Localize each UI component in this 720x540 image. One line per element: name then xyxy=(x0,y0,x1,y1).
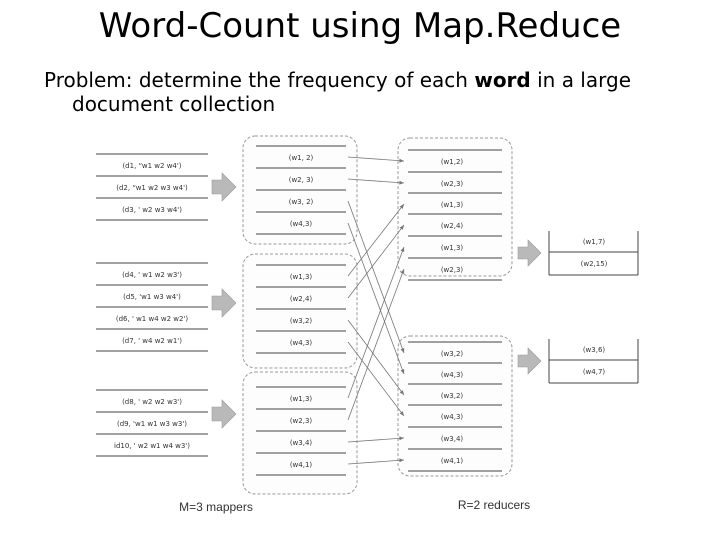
shuffle-connector xyxy=(347,268,405,421)
mapper-output-text: (w3, 2) xyxy=(289,198,314,206)
shuffle-arrowhead-icon xyxy=(399,436,404,441)
mapper-output-text: (w1, 2) xyxy=(289,154,314,162)
input-document-text: (d4, ' w1 w2 w3') xyxy=(122,271,182,279)
output-count-text: (w1,7) xyxy=(583,238,606,246)
mapper-output-text: (w2,4) xyxy=(290,295,313,303)
mapper-box xyxy=(242,253,358,369)
shuffle-connector xyxy=(347,437,405,443)
shuffle-connector xyxy=(347,178,405,184)
input-document-text: (d9, 'w1 w1 w3 w3') xyxy=(117,420,187,428)
shuffle-connector xyxy=(347,200,405,354)
reducer-input-text: (w2,3) xyxy=(441,180,464,188)
reduce-output-arrow-icon xyxy=(517,239,542,267)
mapper-box xyxy=(242,371,358,495)
map-input-arrow-icon xyxy=(211,172,237,202)
shuffle-connector xyxy=(347,341,405,417)
shuffle-connector xyxy=(347,203,405,277)
reduce-output-arrow-icon xyxy=(517,347,542,375)
reducer-input-text: (w3,4) xyxy=(441,435,464,443)
reducer-input-text: (w1,2) xyxy=(441,158,464,166)
shuffle-arrowhead-icon xyxy=(399,458,404,463)
shuffle-connector xyxy=(347,319,405,396)
input-document-text: (d2, “w1 w2 w3 w4') xyxy=(116,184,188,192)
reducer-input-text: (w1,3) xyxy=(441,201,464,209)
reducer-input-text: (w4,3) xyxy=(441,371,464,379)
reducer-input-text: (w3,2) xyxy=(441,350,464,358)
reducer-input-text: (w4,3) xyxy=(441,413,464,421)
reducer-input-text: (w2,4) xyxy=(441,222,464,230)
shuffle-arrowhead-icon xyxy=(399,390,404,395)
shuffle-arrowhead-icon xyxy=(400,269,405,274)
output-count-text: (w3,6) xyxy=(583,346,606,354)
mappers-count-label: M=3 mappers xyxy=(179,500,253,514)
mapper-output-text: (w2,3) xyxy=(290,417,313,425)
problem-prefix: Problem: determine the frequency of each xyxy=(44,68,475,92)
map-input-arrow-icon xyxy=(211,399,237,429)
shuffle-arrowhead-icon xyxy=(399,158,404,163)
shuffle-arrowhead-icon xyxy=(399,225,404,230)
reducer-input-text: (w2,3) xyxy=(441,266,464,274)
reducer-input-text: (w4,1) xyxy=(441,457,464,465)
problem-statement: Problem: determine the frequency of each… xyxy=(44,68,712,116)
shuffle-arrowhead-icon xyxy=(399,411,404,416)
input-document-text: (d5, 'w1 w3 w4') xyxy=(123,293,181,301)
reducer-input-text: (w3,2) xyxy=(441,392,464,400)
problem-suffix: in a large document collection xyxy=(72,68,631,116)
shuffle-arrowhead-icon xyxy=(399,180,404,185)
shuffle-arrowhead-icon xyxy=(400,247,405,252)
mapper-output-text: (w4,1) xyxy=(290,461,313,469)
shuffle-arrowhead-icon xyxy=(400,348,405,353)
mapper-output-text: (w1,3) xyxy=(290,273,313,281)
input-document-text: (d3, ' w2 w3 w4') xyxy=(122,206,182,214)
output-count-text: (w2,15) xyxy=(581,260,608,268)
mapper-output-text: (w1,3) xyxy=(290,395,313,403)
input-document-text: (d8, ' w2 w2 w3') xyxy=(122,398,182,406)
slide-title: Word-Count using Map.Reduce xyxy=(98,6,622,46)
reducers-count-label: R=2 reducers xyxy=(458,498,530,512)
shuffle-arrowhead-icon xyxy=(400,369,405,374)
shuffle-connector xyxy=(347,459,405,465)
reducer-box xyxy=(397,335,513,477)
shuffle-connector xyxy=(347,156,405,162)
input-document-text: (d6, ' w1 w4 w2 w2') xyxy=(116,315,189,323)
input-document-text: (d1, “w1 w2 w4') xyxy=(122,162,181,170)
map-input-arrow-icon xyxy=(211,288,237,318)
reducer-input-text: (w1,3) xyxy=(441,244,464,252)
mapper-output-text: (w4,3) xyxy=(290,220,313,228)
mapper-output-text: (w2, 3) xyxy=(289,176,314,184)
problem-bold-word: word xyxy=(474,68,531,92)
shuffle-connector xyxy=(347,246,405,399)
input-document-text: id10, ' w2 w1 w4 w3') xyxy=(114,442,190,450)
mapper-output-text: (w3,4) xyxy=(290,439,313,447)
shuffle-arrowhead-icon xyxy=(399,204,404,209)
input-document-text: (d7, ' w4 w2 w1') xyxy=(122,337,182,345)
shuffle-connector xyxy=(347,222,405,375)
mapper-output-text: (w3,2) xyxy=(290,317,313,325)
shuffle-connector xyxy=(347,224,405,299)
output-count-text: (w4,7) xyxy=(583,368,606,376)
mapper-output-text: (w4,3) xyxy=(290,339,313,347)
